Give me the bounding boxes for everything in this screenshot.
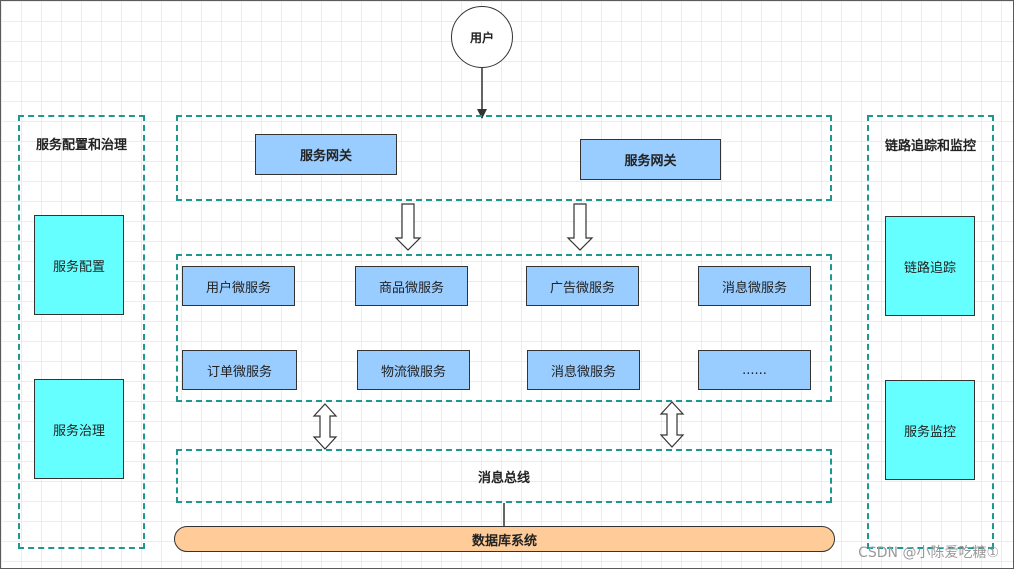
user-node: 用户 — [451, 6, 513, 68]
service-label: 广告微服务 — [549, 280, 615, 296]
gateway-label-2: 服务网关 — [624, 154, 677, 169]
database-system: 数据库系统 — [174, 526, 835, 552]
csdn-watermark: CSDN @小陈爱吃糖① — [858, 545, 999, 561]
service-label: 消息微服务 — [550, 364, 616, 380]
gateway-label-1: 服务网关 — [299, 149, 352, 164]
left-panel-config-governance — [18, 115, 145, 549]
tracing-label: 链路追踪 — [903, 260, 956, 276]
message-bus-label: 消息总线 — [477, 470, 530, 486]
microservice-layer — [176, 254, 832, 402]
gateway-layer — [176, 115, 832, 201]
services-bus-double-arrow-left — [312, 403, 338, 450]
service-label: ...... — [742, 362, 767, 378]
gateway-to-services-arrow-right — [566, 203, 594, 251]
message-bus: 消息总线 — [176, 449, 832, 503]
service-label: 用户微服务 — [205, 280, 271, 296]
service-box-more: ...... — [698, 350, 811, 390]
monitoring-label: 服务监控 — [903, 424, 956, 440]
monitoring-box: 服务监控 — [885, 380, 975, 480]
service-box-product: 商品微服务 — [355, 266, 468, 306]
service-label: 消息微服务 — [721, 280, 787, 296]
service-label: 商品微服务 — [378, 280, 444, 296]
service-config-box: 服务配置 — [34, 215, 124, 315]
database-label: 数据库系统 — [471, 533, 537, 549]
gateway-to-services-arrow-left — [394, 203, 422, 251]
service-box-logistics: 物流微服务 — [357, 350, 470, 390]
tracing-box: 链路追踪 — [885, 216, 975, 316]
service-box-user: 用户微服务 — [182, 266, 295, 306]
user-label: 用户 — [469, 30, 494, 45]
right-panel-title: 链路追踪和监控 — [884, 139, 976, 154]
service-box-order: 订单微服务 — [182, 350, 297, 390]
service-config-label: 服务配置 — [52, 259, 105, 275]
service-box-ad: 广告微服务 — [526, 266, 639, 306]
service-label: 订单微服务 — [206, 364, 272, 380]
service-box-message-2: 消息微服务 — [527, 350, 640, 390]
right-panel-tracing-monitoring — [867, 115, 994, 549]
service-governance-label: 服务治理 — [52, 423, 105, 439]
service-box-message: 消息微服务 — [698, 266, 811, 306]
services-bus-double-arrow-right — [659, 401, 685, 448]
gateway-box-1: 服务网关 — [255, 134, 397, 175]
gateway-box-2: 服务网关 — [580, 139, 721, 180]
left-panel-title: 服务配置和治理 — [35, 138, 127, 153]
service-label: 物流微服务 — [380, 364, 446, 380]
service-governance-box: 服务治理 — [34, 379, 124, 479]
